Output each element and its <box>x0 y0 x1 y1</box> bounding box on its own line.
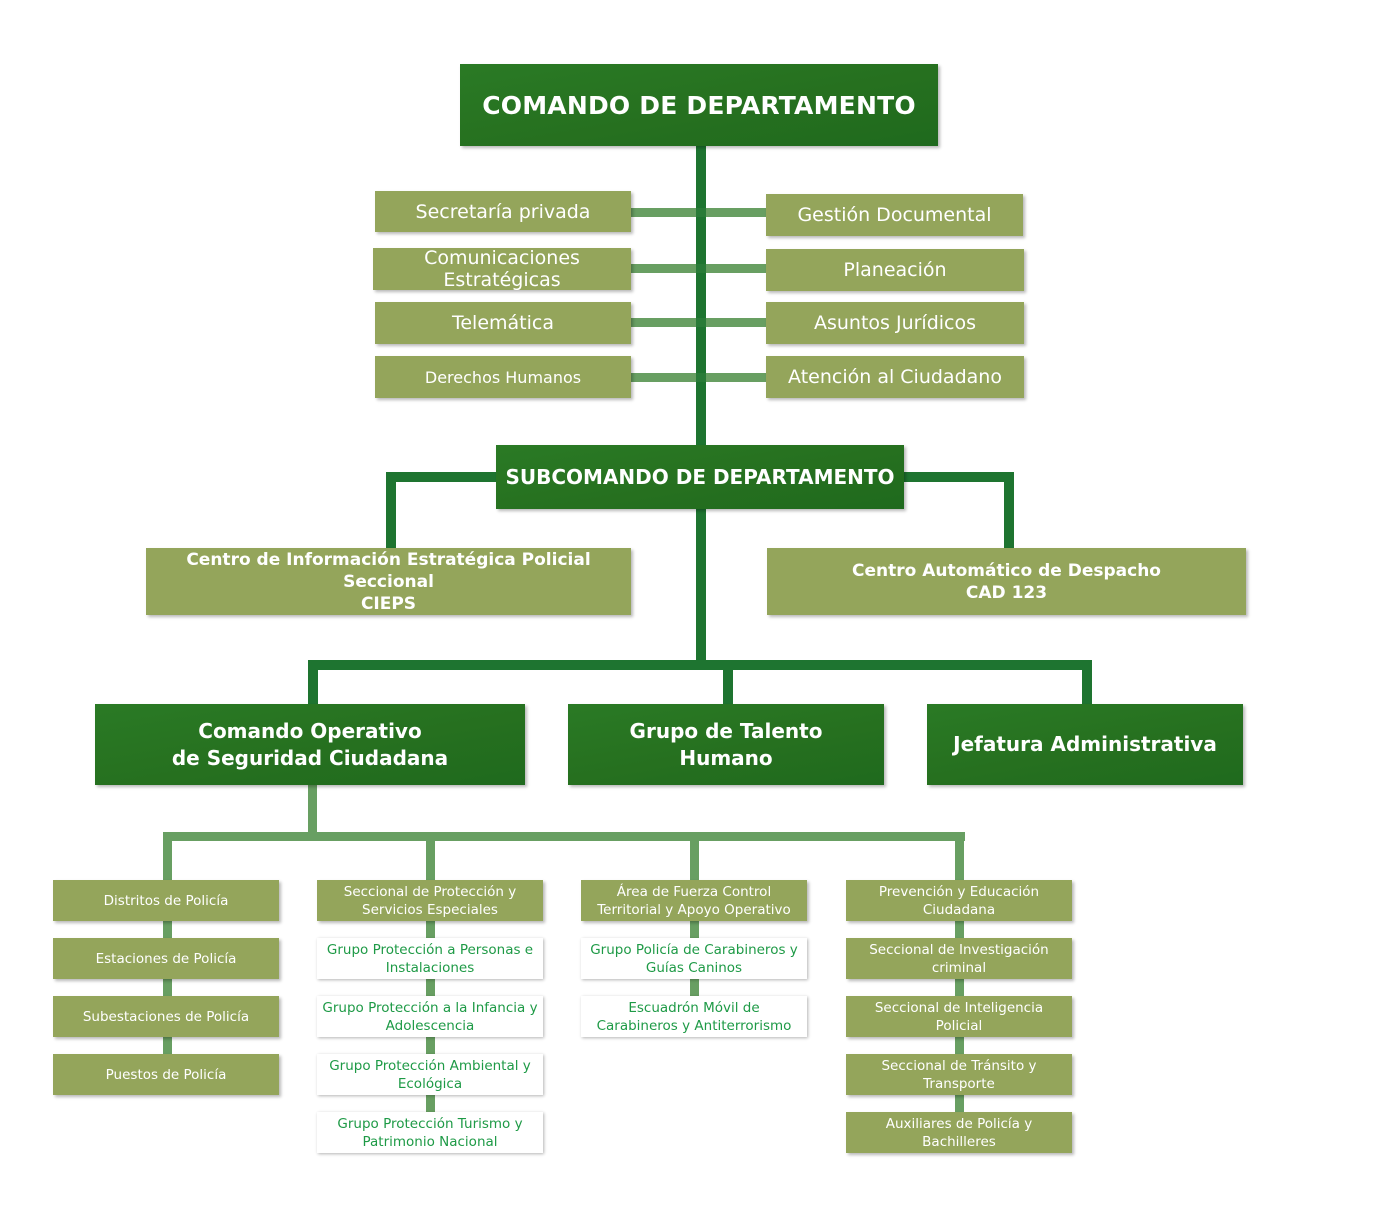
level3-drop-2 <box>723 660 733 706</box>
staff-box-left-1[interactable]: Secretaría privada <box>375 191 631 232</box>
comando-departamento-box[interactable]: COMANDO DE DEPARTAMENTO <box>460 64 938 146</box>
operativo-trunk <box>308 784 317 838</box>
staff-box-left-3[interactable]: Telemática <box>375 302 631 344</box>
column-3-item-1[interactable]: Grupo Policía de Carabineros y Guías Can… <box>581 938 807 979</box>
talento-humano-box[interactable]: Grupo de Talento Humano <box>568 704 884 785</box>
column-2-item-3[interactable]: Grupo Protección Ambiental y Ecológica <box>317 1054 543 1095</box>
column-1-item-2[interactable]: Subestaciones de Policía <box>53 996 279 1037</box>
trunk-connector-overlay <box>696 200 706 390</box>
column-1-item-1[interactable]: Estaciones de Policía <box>53 938 279 979</box>
staff-box-left-2[interactable]: Comunicaciones Estratégicas <box>373 247 631 291</box>
column-1-item-3[interactable]: Puestos de Policía <box>53 1054 279 1095</box>
cieps-connector-h <box>386 472 498 482</box>
column-4-item-3[interactable]: Seccional de Tránsito y Transporte <box>846 1054 1072 1095</box>
level3-drop-3 <box>1082 660 1092 706</box>
staff-box-right-4[interactable]: Atención al Ciudadano <box>766 356 1024 398</box>
staff-box-left-4[interactable]: Derechos Humanos <box>375 356 631 398</box>
jefatura-administrativa-box[interactable]: Jefatura Administrativa <box>927 704 1243 785</box>
staff-box-right-1[interactable]: Gestión Documental <box>766 194 1023 236</box>
column-2-item-4[interactable]: Grupo Protección Turismo y Patrimonio Na… <box>317 1112 543 1153</box>
column-drop-3 <box>690 832 699 882</box>
column-4-item-4[interactable]: Auxiliares de Policía y Bachilleres <box>846 1112 1072 1153</box>
cad-box[interactable]: Centro Automático de Despacho CAD 123 <box>767 548 1246 615</box>
column-drop-4 <box>955 832 964 882</box>
subcomando-box[interactable]: SUBCOMANDO DE DEPARTAMENTO <box>496 445 904 509</box>
column-2-head[interactable]: Seccional de Protección y Servicios Espe… <box>317 880 543 921</box>
column-4-item-2[interactable]: Seccional de Inteligencia Policial <box>846 996 1072 1037</box>
column-2-item-2[interactable]: Grupo Protección a la Infancia y Adolesc… <box>317 996 543 1037</box>
column-3-item-2[interactable]: Escuadrón Móvil de Carabineros y Antiter… <box>581 996 807 1037</box>
staff-box-right-2[interactable]: Planeación <box>766 249 1024 291</box>
cieps-box[interactable]: Centro de Información Estratégica Polici… <box>146 548 631 615</box>
columns-bar <box>163 832 965 841</box>
sub-trunk-connector <box>696 508 706 664</box>
cieps-connector-v <box>386 472 396 550</box>
column-4-head[interactable]: Prevención y Educación Ciudadana <box>846 880 1072 921</box>
column-4-item-1[interactable]: Seccional de Investigación criminal <box>846 938 1072 979</box>
column-drop-2 <box>426 832 435 882</box>
staff-box-right-3[interactable]: Asuntos Jurídicos <box>766 302 1024 344</box>
column-3-head[interactable]: Área de Fuerza Control Territorial y Apo… <box>581 880 807 921</box>
level3-drop-1 <box>308 660 318 706</box>
level3-bar <box>308 660 1092 670</box>
column-1-head[interactable]: Distritos de Policía <box>53 880 279 921</box>
cad-connector-h <box>902 472 1014 482</box>
column-drop-1 <box>163 832 172 882</box>
column-2-item-1[interactable]: Grupo Protección a Personas e Instalacio… <box>317 938 543 979</box>
comando-operativo-box[interactable]: Comando Operativo de Seguridad Ciudadana <box>95 704 525 785</box>
cad-connector-v <box>1004 472 1014 550</box>
column-spine-1 <box>163 920 172 1056</box>
